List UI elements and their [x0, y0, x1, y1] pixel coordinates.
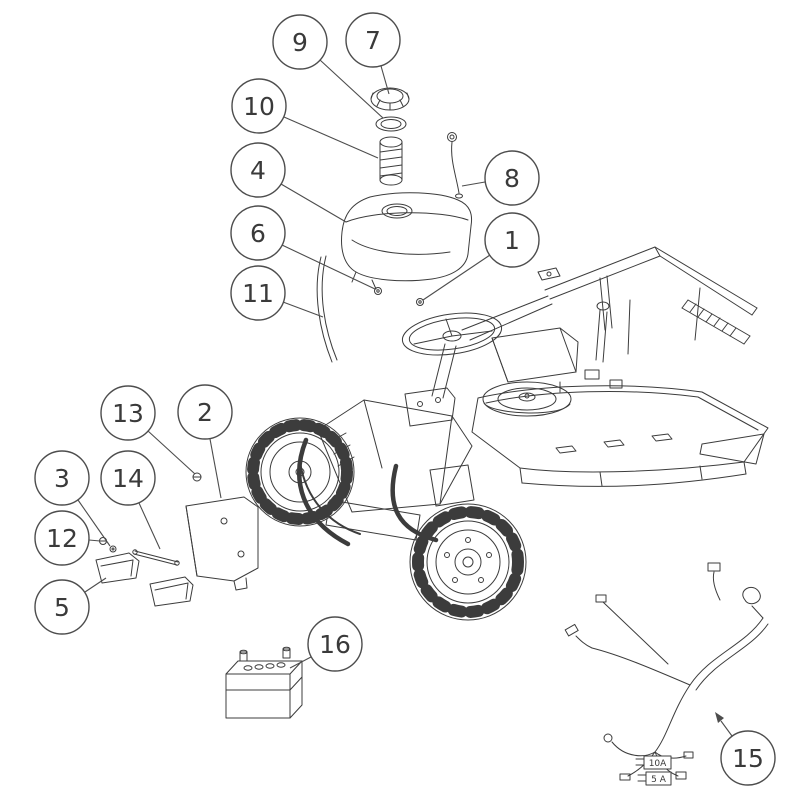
callout-8: 8 [484, 150, 540, 206]
callout-label-2: 2 [197, 398, 213, 427]
left-wheel-art [245, 417, 355, 527]
leader-lines [77, 59, 733, 737]
mower-deck-art [471, 385, 769, 487]
callout-label-1: 1 [504, 226, 520, 255]
callout-label-7: 7 [365, 26, 381, 55]
battery-art [225, 646, 303, 719]
fuse-holder-bottom: 5 A [637, 771, 672, 786]
callout-label-13: 13 [112, 399, 144, 428]
callout-3: 3 [34, 450, 90, 506]
callout-label-11: 11 [242, 279, 274, 308]
callout-label-15: 15 [732, 744, 764, 773]
screw-6-art [374, 287, 382, 295]
filler-neck-art [379, 136, 403, 186]
fuse-label-5a: 5 A [651, 775, 667, 785]
callout-label-14: 14 [112, 464, 144, 493]
callout-6: 6 [230, 205, 286, 261]
callout-13: 13 [100, 385, 156, 441]
rod-14-art [132, 549, 180, 566]
callout-5: 5 [34, 579, 90, 635]
callout-9: 9 [272, 14, 328, 70]
callout-label-16: 16 [319, 630, 351, 659]
arrow-head-15 [715, 712, 724, 723]
callout-15: 15 [720, 730, 776, 786]
callout-7: 7 [345, 12, 401, 68]
callout-label-9: 9 [292, 28, 308, 57]
bracket-art [185, 496, 259, 591]
callout-14: 14 [100, 450, 156, 506]
callout-label-10: 10 [243, 92, 275, 121]
screw-1-art [416, 298, 424, 306]
callout-12: 12 [34, 510, 90, 566]
front-wheel-art [409, 503, 527, 621]
fuel-line-art [316, 255, 338, 363]
fuse-label-10a: 10A [649, 759, 667, 769]
callout-label-3: 3 [54, 464, 70, 493]
callout-1: 1 [484, 212, 540, 268]
screw-3-art [109, 545, 117, 553]
callout-label-5: 5 [54, 593, 70, 622]
callout-label-4: 4 [250, 156, 266, 185]
callout-label-8: 8 [504, 164, 520, 193]
fuse-holder-top: 10A [635, 755, 672, 770]
callout-label-6: 6 [250, 219, 266, 248]
callout-11: 11 [230, 265, 286, 321]
callout-16: 16 [307, 616, 363, 672]
fuel-cap-art [370, 87, 410, 132]
callout-label-12: 12 [46, 524, 78, 553]
fuel-tank-art [341, 192, 473, 290]
rear-rack-art [461, 246, 758, 355]
lamp-right-art [149, 576, 194, 607]
steering-wheel-art [401, 312, 503, 427]
screw-13-art [192, 472, 202, 482]
engine-art [491, 301, 623, 393]
callout-10: 10 [231, 78, 287, 134]
callout-4: 4 [230, 142, 286, 198]
lamp-left-art [95, 552, 140, 584]
wiring-harness-art [564, 562, 769, 781]
vent-tube-art [447, 132, 463, 199]
callout-2: 2 [177, 384, 233, 440]
